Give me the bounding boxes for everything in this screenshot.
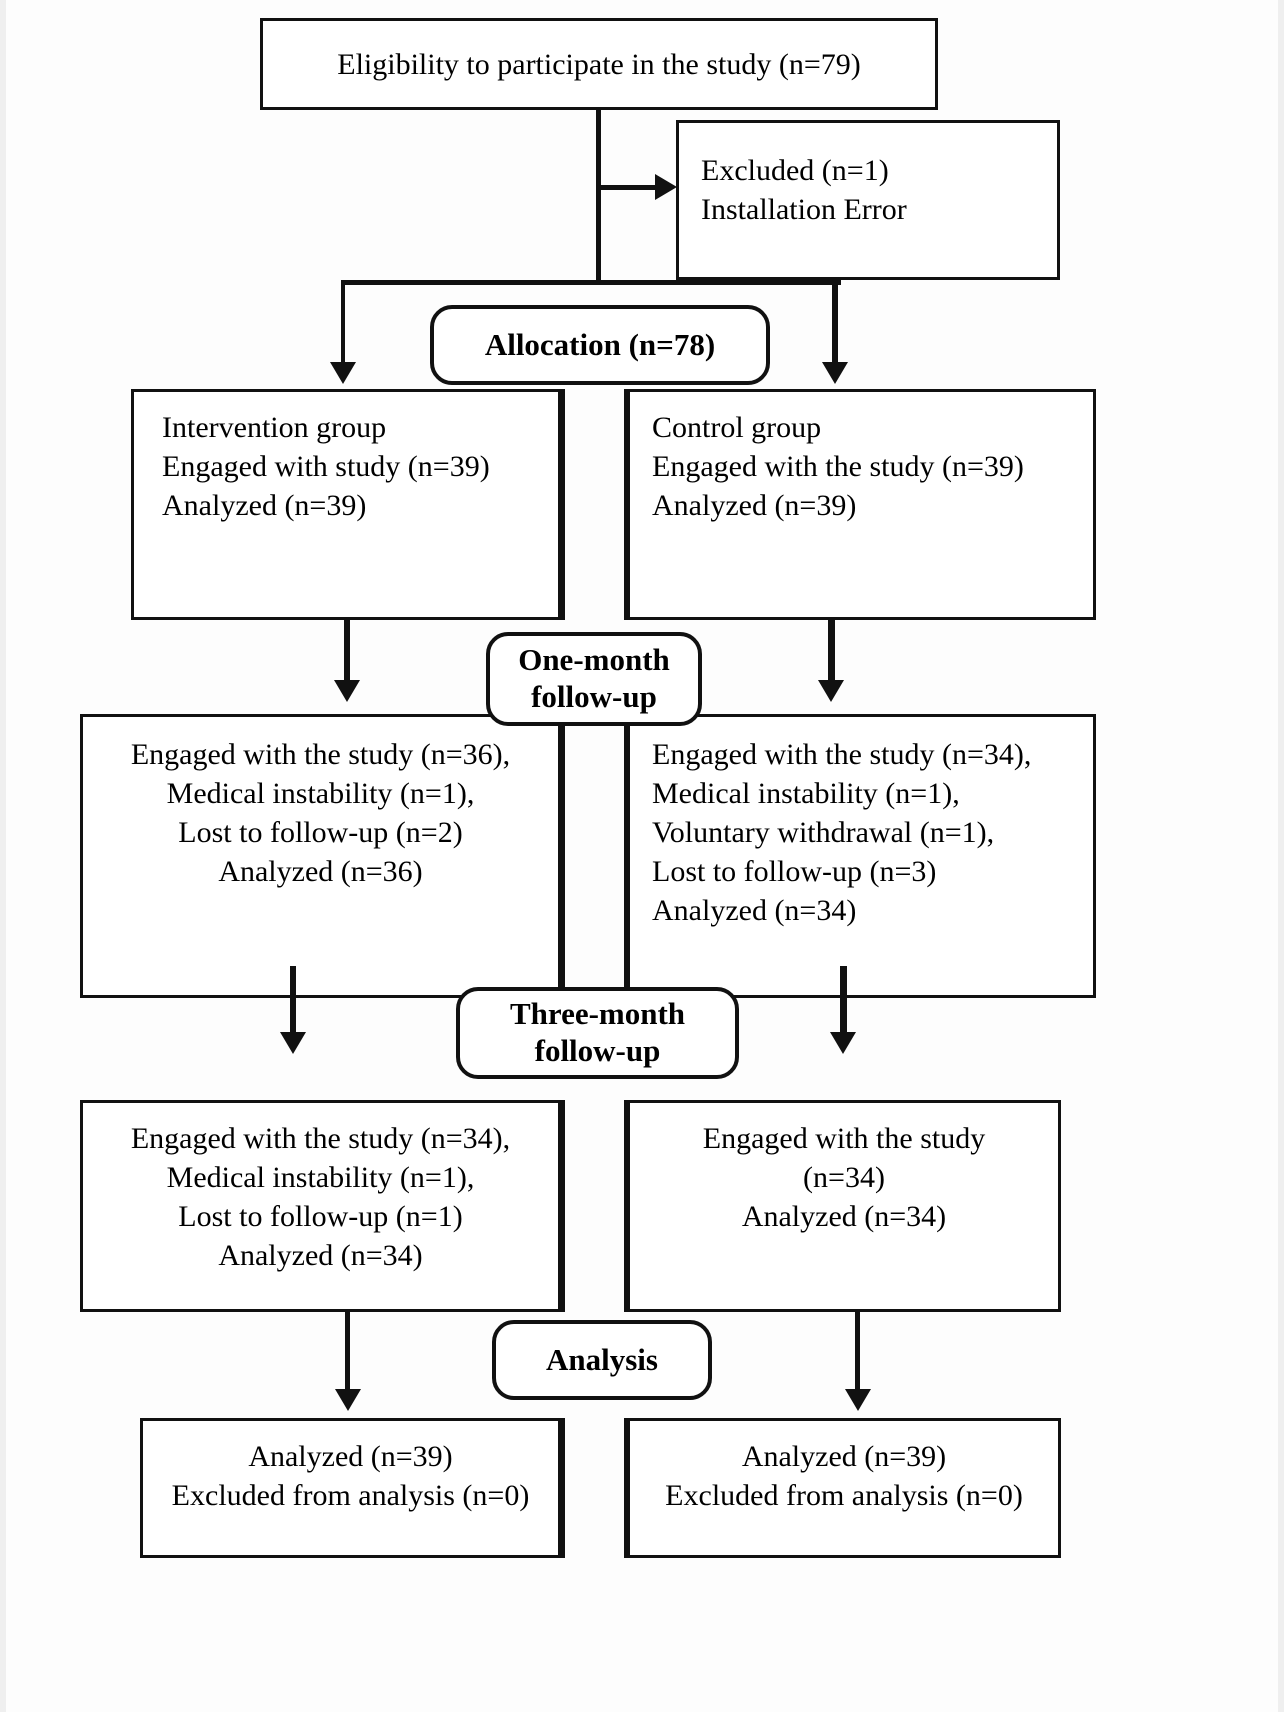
node-control-analysis: Analyzed (n=39) Excluded from analysis (… xyxy=(627,1418,1061,1558)
node-control-threemonth-text: Engaged with the study (n=34) Analyzed (… xyxy=(702,1122,986,1233)
connector-intervention-3m-down xyxy=(345,1310,350,1395)
node-control-onemonth-text: Engaged with the study (n=34), Medical i… xyxy=(652,738,1032,927)
arrow-to-control-1m xyxy=(818,680,844,702)
node-intervention-analysis: Analyzed (n=39) Excluded from analysis (… xyxy=(140,1418,561,1558)
node-control-analysis-text: Analyzed (n=39) Excluded from analysis (… xyxy=(665,1440,1023,1512)
connector-spine-onemonth-2 xyxy=(624,714,628,998)
connector-eligibility-stem xyxy=(596,110,601,282)
node-analysis-label-text: Analysis xyxy=(546,1341,658,1377)
connector-split-bar xyxy=(341,280,841,285)
node-onemonth-label: One-month follow-up xyxy=(486,632,702,726)
arrow-to-intervention-1m xyxy=(334,680,360,702)
arrow-to-control-analysis xyxy=(845,1389,871,1411)
node-allocation-label: Allocation (n=78) xyxy=(430,305,770,385)
node-allocation-label-text: Allocation (n=78) xyxy=(484,326,716,362)
node-control-threemonth: Engaged with the study (n=34) Analyzed (… xyxy=(627,1100,1061,1312)
connector-spine-allocation-2 xyxy=(624,389,628,620)
node-onemonth-label-text: One-month follow-up xyxy=(518,642,670,714)
arrow-to-excluded xyxy=(655,174,677,200)
arrow-to-control-3m xyxy=(830,1032,856,1054)
node-intervention-allocation: Intervention group Engaged with study (n… xyxy=(131,389,561,620)
connector-to-excluded xyxy=(596,185,658,190)
page-left-margin xyxy=(0,0,6,1712)
node-threemonth-label: Three-month follow-up xyxy=(456,987,739,1079)
node-intervention-onemonth-text: Engaged with the study (n=36), Medical i… xyxy=(130,738,511,888)
connector-control-alloc-down xyxy=(828,618,835,686)
node-excluded: Excluded (n=1) Installation Error xyxy=(676,120,1060,280)
node-threemonth-label-text: Three-month follow-up xyxy=(509,996,686,1068)
page-right-margin xyxy=(1278,0,1284,1712)
connector-intervention-alloc-down xyxy=(344,618,350,686)
node-eligibility: Eligibility to participate in the study … xyxy=(260,18,938,110)
connector-control-3m-down xyxy=(855,1310,860,1395)
arrow-to-intervention-analysis xyxy=(335,1389,361,1411)
node-excluded-text: Excluded (n=1) Installation Error xyxy=(701,154,907,226)
connector-split-right xyxy=(832,280,838,370)
node-intervention-allocation-text: Intervention group Engaged with study (n… xyxy=(162,411,490,522)
node-control-allocation-text: Control group Engaged with the study (n=… xyxy=(652,411,1024,522)
connector-spine-onemonth xyxy=(561,714,565,998)
connector-intervention-1m-down xyxy=(290,966,296,1036)
connector-spine-analysis xyxy=(561,1418,565,1558)
node-control-allocation: Control group Engaged with the study (n=… xyxy=(627,389,1096,620)
node-analysis-label: Analysis xyxy=(492,1320,712,1400)
node-intervention-analysis-text: Analyzed (n=39) Excluded from analysis (… xyxy=(171,1440,530,1512)
connector-control-1m-down xyxy=(840,966,847,1036)
node-eligibility-text: Eligibility to participate in the study … xyxy=(337,47,861,81)
arrow-to-intervention-alloc xyxy=(330,362,356,384)
node-intervention-onemonth: Engaged with the study (n=36), Medical i… xyxy=(80,714,561,998)
connector-spine-threemonth-2 xyxy=(624,1100,628,1312)
connector-spine-allocation xyxy=(561,389,565,620)
node-intervention-threemonth-text: Engaged with the study (n=34), Medical i… xyxy=(130,1122,511,1272)
connector-spine-threemonth xyxy=(561,1100,565,1312)
connector-split-left xyxy=(341,280,345,370)
connector-spine-analysis-2 xyxy=(624,1418,628,1558)
node-intervention-threemonth: Engaged with the study (n=34), Medical i… xyxy=(80,1100,561,1312)
arrow-to-intervention-3m xyxy=(280,1032,306,1054)
node-control-onemonth: Engaged with the study (n=34), Medical i… xyxy=(627,714,1096,998)
arrow-to-control-alloc xyxy=(822,362,848,384)
